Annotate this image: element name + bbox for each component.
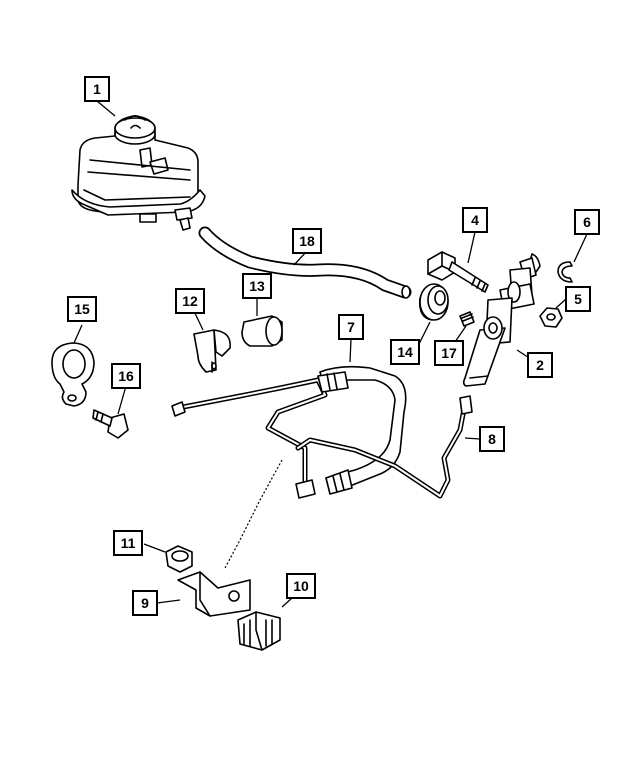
screw-part	[92, 409, 129, 439]
callout-2: 2	[527, 352, 553, 378]
callout-label: 6	[583, 214, 591, 230]
callout-label: 7	[347, 319, 355, 335]
bracket-clip-part	[193, 329, 231, 373]
callout-label: 14	[397, 344, 413, 360]
callout-label: 4	[471, 212, 479, 228]
callout-7: 7	[338, 314, 364, 340]
callout-label: 2	[536, 357, 544, 373]
mounting-bracket-part	[177, 571, 251, 617]
grommet-part	[418, 283, 449, 321]
callout-9: 9	[132, 590, 158, 616]
callout-12: 12	[175, 288, 205, 314]
master-cylinder-part	[462, 253, 541, 387]
callout-14: 14	[390, 339, 420, 365]
callout-label: 8	[488, 431, 496, 447]
callout-15: 15	[67, 296, 97, 322]
callout-11: 11	[113, 530, 143, 556]
clip-part	[557, 261, 573, 283]
callout-6: 6	[574, 209, 600, 235]
callout-label: 18	[299, 233, 315, 249]
callout-1: 1	[84, 76, 110, 102]
callout-label: 5	[574, 291, 582, 307]
callout-label: 16	[118, 368, 134, 384]
nut-part	[539, 307, 563, 328]
clutch-line-part	[171, 365, 407, 499]
rubber-mount-part	[237, 611, 281, 651]
reservoir-part	[71, 115, 206, 231]
callout-10: 10	[286, 573, 316, 599]
callout-13: 13	[242, 273, 272, 299]
clamp-part	[51, 342, 95, 407]
reservoir-hose-part	[198, 226, 412, 299]
callout-label: 1	[93, 81, 101, 97]
callout-4: 4	[462, 207, 488, 233]
callout-label: 10	[293, 578, 309, 594]
callout-label: 9	[141, 595, 149, 611]
callout-5: 5	[565, 286, 591, 312]
callout-label: 17	[441, 345, 457, 361]
bushing-part	[241, 315, 283, 347]
callout-8: 8	[479, 426, 505, 452]
retaining-nut-part	[165, 545, 193, 573]
callout-label: 15	[74, 301, 90, 317]
fitting-part	[459, 311, 475, 327]
bolt-part	[427, 251, 489, 293]
callout-label: 11	[121, 535, 136, 551]
callout-18: 18	[292, 228, 322, 254]
cable-part	[224, 459, 283, 569]
hydraulic-line-part	[295, 395, 473, 499]
callout-17: 17	[434, 340, 464, 366]
callout-label: 13	[249, 278, 265, 294]
callout-label: 12	[182, 293, 198, 309]
callout-16: 16	[111, 363, 141, 389]
